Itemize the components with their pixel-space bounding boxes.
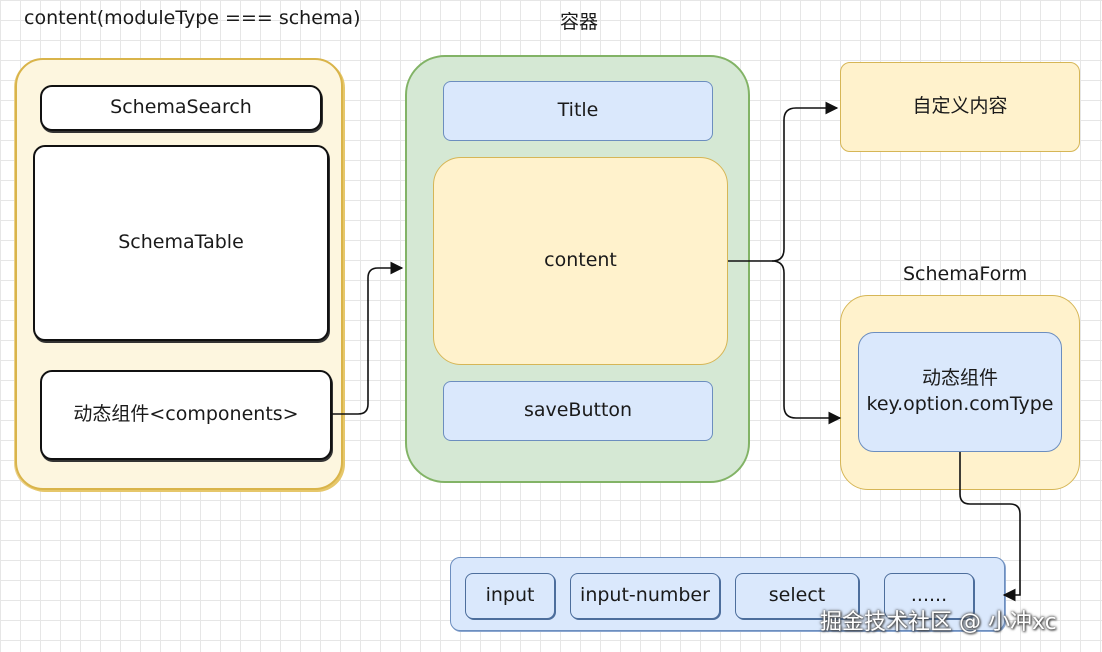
arrow-components-to-container xyxy=(332,261,404,415)
component-more[interactable]: ...... xyxy=(884,573,974,619)
container-label: 容器 xyxy=(560,11,599,33)
component-input[interactable]: input xyxy=(465,573,555,619)
arrow-comtype-to-components xyxy=(959,452,1021,602)
schema-table-box[interactable]: SchemaTable xyxy=(33,145,329,341)
arrow-content-to-schemaform xyxy=(771,260,842,425)
schema-search-box[interactable]: SchemaSearch xyxy=(40,85,322,131)
dynamic-comtype-box[interactable]: 动态组件 key.option.comType xyxy=(858,332,1062,452)
watermark-text: 掘金技术社区 @ 小冲xc xyxy=(820,610,1057,635)
title-box[interactable]: Title xyxy=(443,81,713,141)
dynamic-comtype-line2: key.option.comType xyxy=(866,393,1054,415)
arrow-content-to-custom xyxy=(728,101,839,262)
save-button-box[interactable]: saveButton xyxy=(443,381,713,441)
dynamic-components-box[interactable]: 动态组件<components> xyxy=(40,370,332,460)
schemaform-label: SchemaForm xyxy=(903,263,1028,285)
component-select[interactable]: select xyxy=(735,573,859,619)
custom-content-box[interactable]: 自定义内容 xyxy=(840,62,1080,152)
dynamic-comtype-line1: 动态组件 xyxy=(921,367,998,390)
content-module-label: content(moduleType === schema) xyxy=(24,7,361,29)
component-input-number[interactable]: input-number xyxy=(570,573,720,619)
content-box[interactable]: content xyxy=(433,157,728,365)
